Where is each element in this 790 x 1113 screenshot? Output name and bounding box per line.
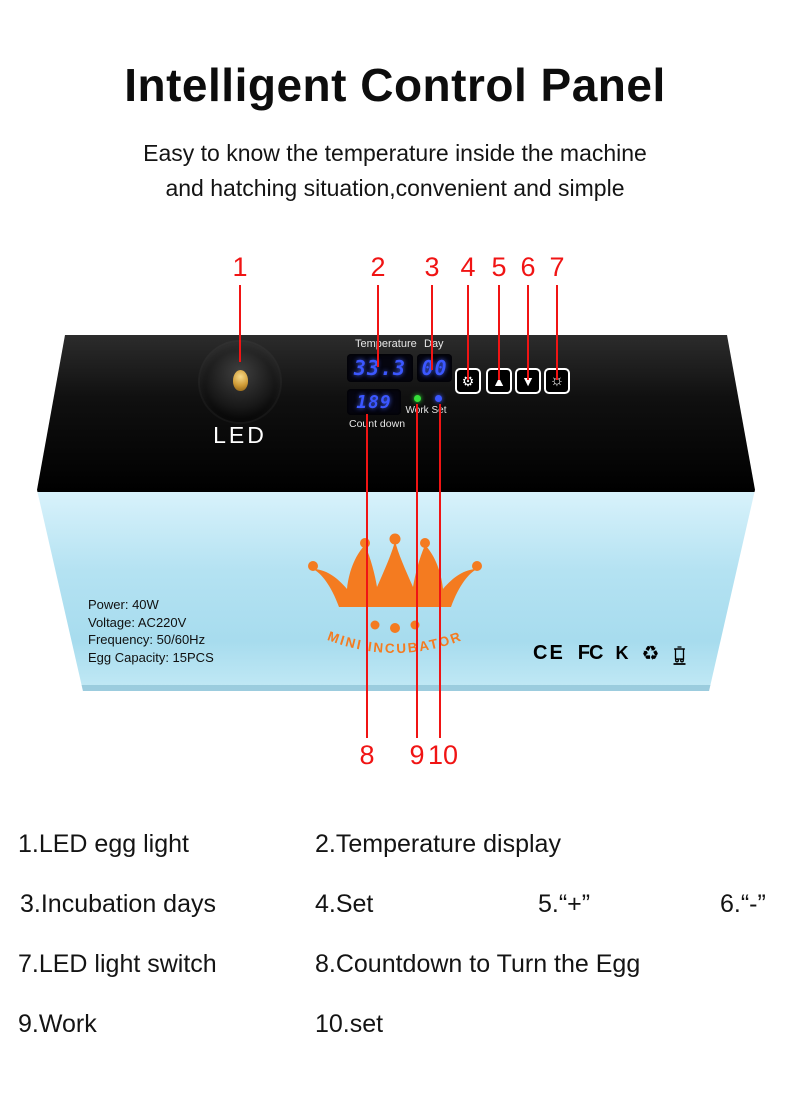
callout-line-6 [527, 285, 529, 380]
legend-item-3: 3.Incubation days [20, 890, 216, 918]
control-panel-black-section: LED Temperature Day 33.3 00 189 Work Set… [37, 335, 755, 492]
callout-number-1: 1 [232, 252, 248, 282]
minus-button: ▼ [515, 368, 541, 394]
callout-line-8 [366, 414, 368, 738]
callout-number-8: 8 [359, 740, 375, 770]
legend-item-1: 1.LED egg light [18, 830, 189, 858]
legend-item-8: 8.Countdown to Turn the Egg [315, 950, 641, 978]
legend-item-6: 6.“-” [720, 890, 766, 918]
certification-row: CE FC K ♻ [533, 641, 687, 666]
mini-incubator-logo: MINI INCUBATOR [308, 533, 482, 656]
callout-line-10 [439, 404, 441, 738]
day-display: 00 [417, 354, 452, 382]
incubator-top-view: LED Temperature Day 33.3 00 189 Work Set… [37, 335, 755, 691]
led-label: LED [213, 422, 267, 448]
gear-icon: ⚙ [461, 373, 475, 389]
spec-line-power: Power: 40W [88, 597, 159, 612]
legend-item-4: 4.Set [315, 890, 374, 918]
legend-item-10: 10.set [315, 1010, 384, 1038]
work-indicator-dot [414, 395, 421, 402]
subtitle-line-1: Easy to know the temperature inside the … [143, 140, 647, 166]
subtitle: Easy to know the temperature inside the … [0, 136, 790, 206]
bulb-icon: ☼ [549, 372, 565, 389]
legend-item-5: 5.“+” [538, 890, 591, 918]
callout-line-5 [498, 285, 500, 380]
callout-line-3 [431, 285, 433, 370]
legend-item-2: 2.Temperature display [315, 830, 561, 858]
ce-mark: CE [533, 642, 565, 664]
callout-line-7 [556, 285, 558, 380]
callout-number-3: 3 [424, 252, 440, 282]
callout-number-4: 4 [460, 252, 476, 282]
led-light-switch-button: ☼ [544, 368, 570, 394]
callout-number-7: 7 [549, 252, 565, 282]
egg-glow-icon [233, 370, 248, 391]
spec-line-capacity: Egg Capacity: 15PCS [88, 649, 214, 665]
callout-line-1 [239, 285, 241, 362]
countdown-display: 189 [347, 389, 401, 415]
down-triangle-icon: ▼ [521, 373, 535, 389]
callout-line-2 [377, 285, 379, 367]
legend-item-7: 7.LED light switch [18, 950, 217, 978]
set-indicator-dot [435, 395, 442, 402]
callout-number-9: 9 [409, 740, 425, 770]
callout-line-9 [416, 404, 418, 738]
subtitle-line-2: and hatching situation,convenient and si… [165, 175, 625, 201]
temperature-label: Temperature [355, 338, 417, 350]
spec-block: Power: 40W Voltage: AC220V Frequency: 50… [88, 596, 214, 666]
callout-number-5: 5 [491, 252, 507, 282]
kc-mark: K [615, 643, 629, 663]
work-set-label: Work Set [405, 405, 447, 416]
callout-number-6: 6 [520, 252, 536, 282]
day-value: 00 [421, 356, 448, 380]
callout-number-10: 10 [427, 740, 459, 770]
recycle-icon: ♻ [641, 643, 660, 665]
temperature-value: 33.3 [353, 356, 407, 380]
up-triangle-icon: ▲ [492, 373, 506, 389]
legend-item-9: 9.Work [18, 1010, 97, 1038]
day-label: Day [424, 338, 444, 350]
callout-line-4 [467, 285, 469, 380]
countdown-label: Count down [349, 418, 406, 430]
temperature-display: 33.3 [347, 354, 413, 382]
crown-icon [308, 533, 482, 633]
spec-line-frequency: Frequency: 50/60Hz [88, 632, 206, 647]
callout-number-2: 2 [370, 252, 386, 282]
fcc-mark: FC [577, 642, 604, 664]
spec-line-voltage: Voltage: AC220V [88, 614, 187, 630]
weee-bin-icon [673, 645, 686, 665]
page-title: Intelligent Control Panel [124, 59, 666, 111]
countdown-value: 189 [356, 391, 392, 413]
